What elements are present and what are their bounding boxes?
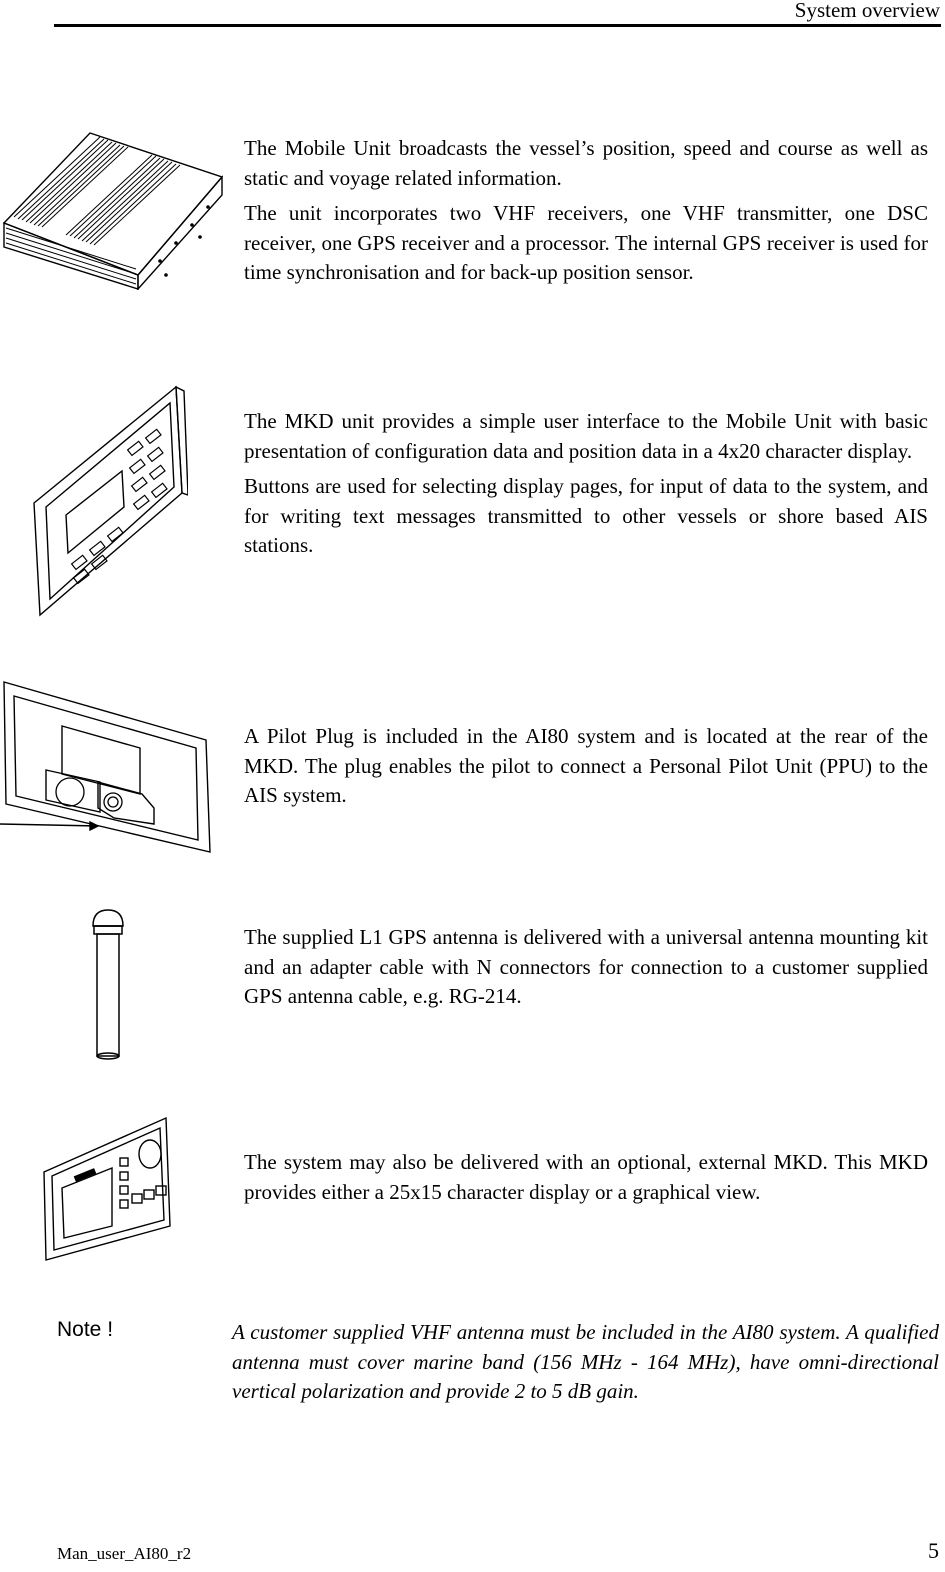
mobile-unit-illustration — [0, 125, 225, 290]
external-mkd-illustration — [40, 1114, 175, 1264]
paragraph: The MKD unit provides a simple user inte… — [244, 409, 928, 463]
external-mkd-description: The system may also be delivered with an… — [244, 1148, 928, 1213]
note-text: A customer supplied VHF antenna must be … — [232, 1320, 939, 1403]
paragraph: The Mobile Unit broadcasts the vessel’s … — [244, 136, 928, 190]
page-number: 5 — [928, 1538, 939, 1563]
header-rule — [54, 24, 941, 27]
paragraph: A Pilot Plug is included in the AI80 sys… — [244, 724, 928, 807]
pilot-plug-illustration — [0, 676, 220, 856]
paragraph: The supplied L1 GPS antenna is delivered… — [244, 925, 928, 1008]
mkd-unit-illustration — [28, 383, 188, 618]
pilot-plug-description: A Pilot Plug is included in the AI80 sys… — [244, 722, 928, 817]
header-title: System overview — [794, 0, 940, 22]
mobile-unit-description: The Mobile Unit broadcasts the vessel’s … — [244, 134, 928, 294]
mkd-unit-description: The MKD unit provides a simple user inte… — [244, 407, 928, 567]
note-label: Note ! — [57, 1318, 114, 1341]
paragraph: The system may also be delivered with an… — [244, 1150, 928, 1204]
paragraph: Buttons are used for selecting display p… — [244, 474, 928, 557]
gps-antenna-description: The supplied L1 GPS antenna is delivered… — [244, 923, 928, 1018]
paragraph: The unit incorporates two VHF receivers,… — [244, 201, 928, 284]
footer-doc-id: Man_user_AI80_r2 — [57, 1544, 192, 1563]
gps-antenna-illustration — [85, 908, 135, 1063]
